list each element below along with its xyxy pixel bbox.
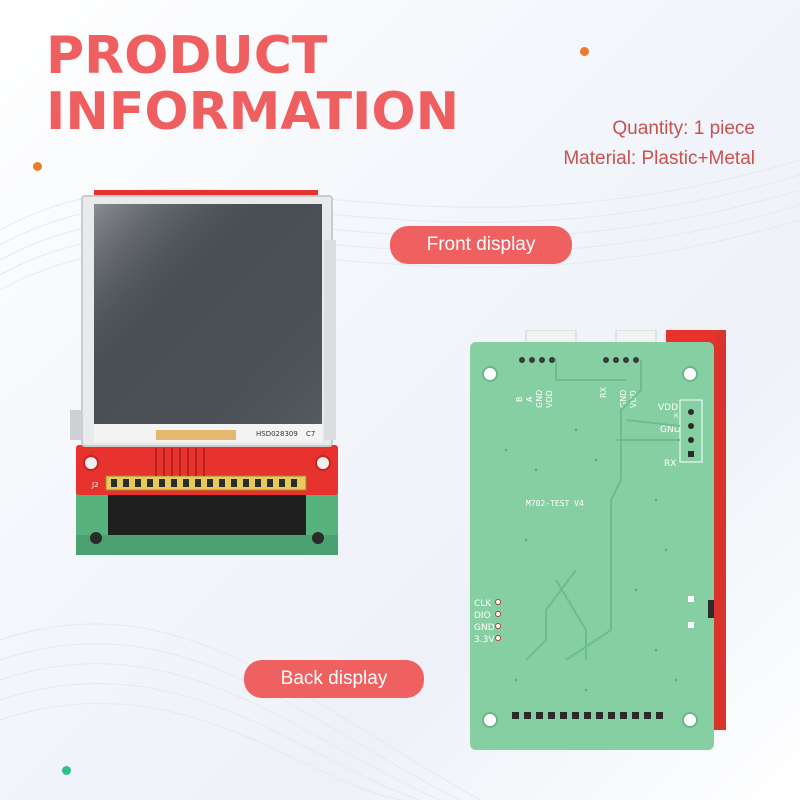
right-pin-vdd: VDD (658, 403, 678, 413)
pin-label-vdd-2: VDD (629, 390, 638, 408)
back-green-pcb (470, 342, 714, 750)
pin-label-gnd-2: GND (619, 390, 628, 408)
front-display-board: J2 HSD028309 C7 (70, 190, 338, 555)
decor-dot-orange (580, 47, 589, 56)
right-pin-gnd: GND (660, 425, 681, 435)
pin-label-b: B (515, 397, 524, 403)
left-pin-3v3: 3.3V (474, 635, 495, 645)
decor-dot-green (62, 766, 71, 775)
front-display-label: Front display (390, 226, 572, 264)
connector-label: J2 (91, 481, 99, 489)
left-pin-clk: CLK (474, 599, 492, 609)
right-pin-rx: RX (664, 459, 676, 469)
pin-label-rx: RX (599, 386, 608, 398)
title-line-1: PRODUCT (46, 26, 328, 86)
connector-block (108, 490, 306, 535)
back-display-label: Back display (244, 660, 424, 698)
right-mark: R (674, 413, 678, 420)
back-display-board: B A GND VDD RX GND VDD VDD GND RX R M702… (470, 330, 726, 750)
lcd-suffix: C7 (306, 430, 315, 438)
left-pin-dio: DIO (474, 611, 491, 621)
pin-label-vdd: VDD (545, 390, 554, 408)
spec-quantity: Quantity: 1 piece (612, 118, 755, 139)
spec-list: Quantity: 1 piece Material: Plastic+Meta… (563, 114, 755, 174)
left-pin-gnd: GND (474, 623, 495, 633)
page-title: PRODUCT INFORMATION (46, 28, 459, 140)
decor-dot-orange (33, 162, 42, 171)
lcd-code: HSD028309 (256, 430, 298, 438)
pin-label-a: A (525, 396, 534, 402)
title-line-2: INFORMATION (46, 82, 460, 142)
spec-material: Material: Plastic+Metal (563, 148, 755, 169)
board-model: M702-TEST V4 (526, 499, 584, 508)
pin-label-gnd: GND (535, 390, 544, 408)
